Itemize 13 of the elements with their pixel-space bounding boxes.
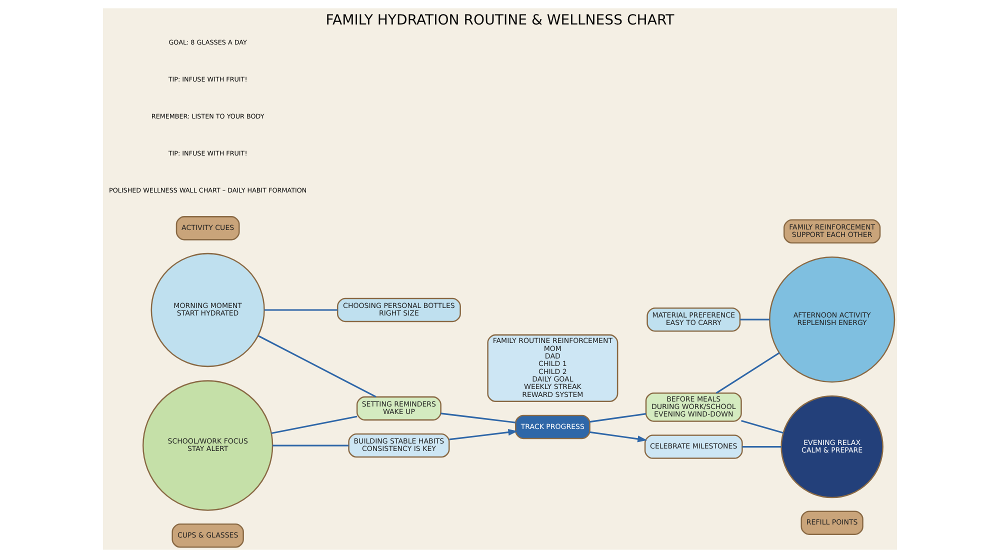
arrow — [590, 431, 648, 442]
connector — [590, 413, 646, 423]
connector — [742, 446, 782, 448]
connector — [264, 309, 338, 311]
connector — [740, 318, 770, 320]
connector — [272, 444, 349, 446]
connector — [741, 420, 784, 434]
connector — [258, 335, 376, 398]
connector — [440, 412, 516, 424]
arrow — [449, 428, 518, 440]
connector — [716, 352, 780, 394]
connector — [271, 416, 358, 434]
diagram-title: FAMILY HYDRATION ROUTINE & WELLNESS CHART — [326, 12, 674, 29]
